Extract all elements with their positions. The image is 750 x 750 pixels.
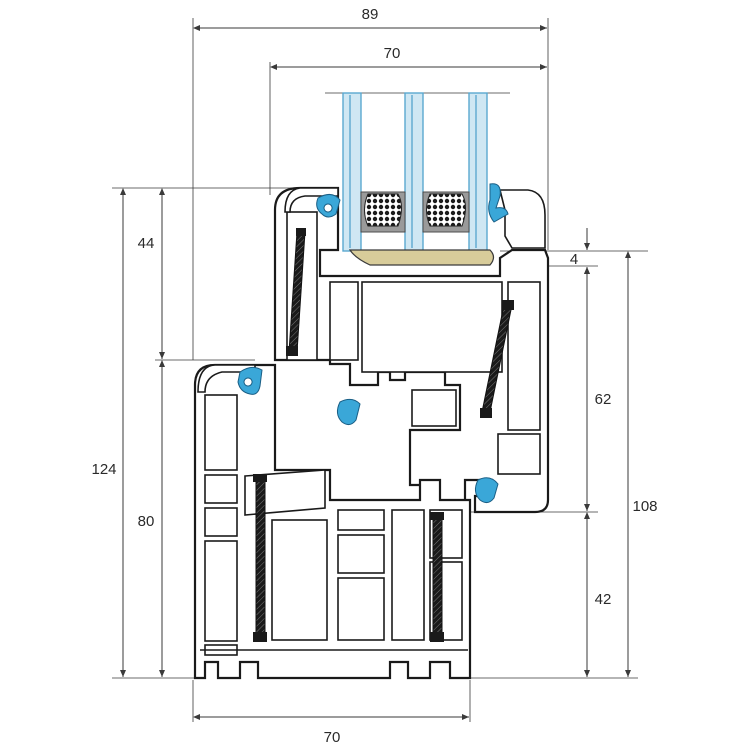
dim-label-left-overall: 124 — [91, 461, 116, 478]
glazing-setting-block — [348, 249, 495, 266]
seal-gaskets — [237, 183, 509, 504]
frame-chamber-3 — [204, 507, 238, 537]
frame-chamber-1 — [204, 394, 238, 471]
frame-reinforcement-left — [255, 477, 266, 641]
dim-label-glazing-width: 70 — [384, 45, 401, 62]
dim-label-left-frame: 80 — [138, 513, 155, 530]
frame-chamber-9 — [337, 534, 385, 574]
desiccant-1 — [364, 193, 402, 227]
frame-chamber-10 — [337, 577, 385, 641]
sash-chamber-3 — [361, 281, 503, 373]
frame-chamber-7 — [271, 519, 328, 641]
frame-reinforcement-right — [432, 514, 443, 641]
desiccant-2 — [426, 193, 466, 227]
dim-label-right-frame: 42 — [595, 591, 612, 608]
dim-label-right-overall: 108 — [632, 498, 657, 515]
frame-chamber-8 — [337, 509, 385, 531]
gasket-inner-glazing — [488, 183, 509, 223]
sash-chamber-6 — [411, 389, 457, 427]
dimension-group: 89 70 124 44 80 70 4 62 — [91, 6, 657, 746]
sash-top-lip — [284, 187, 339, 213]
frame-chamber-4 — [204, 540, 238, 642]
dim-label-rebate: 4 — [570, 251, 578, 268]
gasket-inner-seal — [474, 477, 499, 504]
glazing-bead — [498, 189, 546, 249]
dim-label-top-overall: 89 — [362, 6, 379, 23]
triple-glazing-unit — [342, 92, 495, 266]
gasket-outer-glazing — [316, 194, 341, 218]
glass-pane-outer — [342, 92, 362, 252]
dim-label-frame-width: 70 — [324, 729, 341, 746]
gasket-frame-outer — [237, 366, 263, 395]
gasket-center-seal — [336, 398, 361, 426]
dim-label-left-sash: 44 — [138, 235, 155, 252]
steel-reinforcement — [253, 228, 514, 642]
sash-chamber-2 — [329, 281, 359, 361]
glass-pane-middle — [404, 92, 424, 252]
glass-pane-inner — [468, 92, 488, 252]
dim-label-right-sash: 62 — [595, 391, 612, 408]
sash-chamber-5 — [497, 433, 541, 475]
frame-chamber-2 — [204, 474, 238, 504]
frame-chamber-11 — [391, 509, 425, 641]
